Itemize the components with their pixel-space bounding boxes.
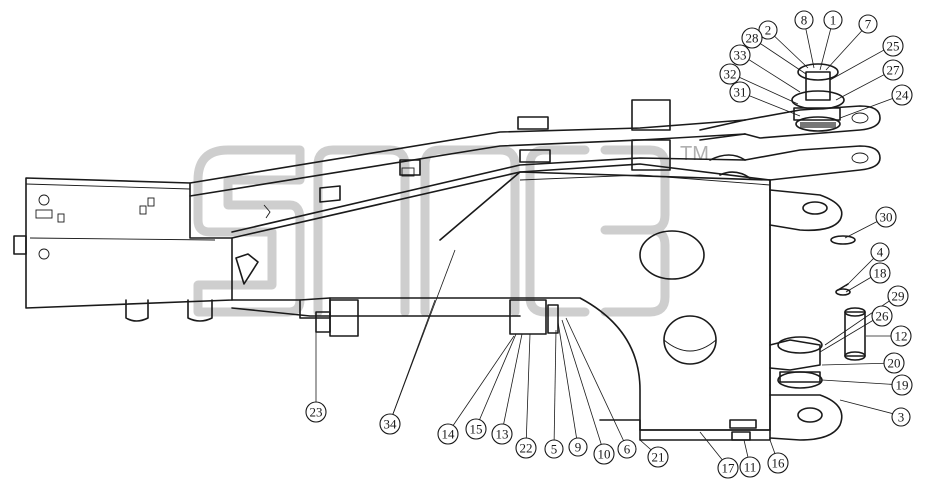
svg-text:24: 24	[896, 88, 910, 103]
svg-text:34: 34	[384, 417, 398, 432]
svg-text:28: 28	[746, 31, 759, 46]
svg-text:21: 21	[652, 450, 665, 465]
svg-text:31: 31	[734, 85, 747, 100]
callout-4: 4	[870, 242, 890, 262]
svg-text:8: 8	[801, 13, 808, 28]
svg-text:25: 25	[887, 39, 900, 54]
callout-32: 32	[719, 63, 741, 85]
callout-11: 11	[739, 456, 761, 478]
callout-28: 28	[741, 27, 763, 49]
callout-17: 17	[717, 457, 739, 479]
svg-text:26: 26	[876, 309, 890, 324]
svg-text:14: 14	[442, 427, 456, 442]
svg-text:1: 1	[830, 13, 837, 28]
callout-15: 15	[465, 418, 487, 440]
callout-25: 25	[882, 35, 904, 57]
svg-text:5: 5	[551, 442, 558, 457]
callout-8: 8	[794, 10, 814, 30]
callout-13: 13	[491, 423, 513, 445]
svg-text:29: 29	[892, 289, 905, 304]
svg-text:22: 22	[520, 441, 533, 456]
callout-14: 14	[437, 423, 459, 445]
callout-2: 2	[758, 20, 778, 40]
svg-text:12: 12	[895, 329, 908, 344]
callout-24: 24	[891, 84, 913, 106]
watermark-tm-text: TM	[680, 143, 709, 165]
svg-text:20: 20	[888, 356, 901, 371]
callout-22: 22	[515, 437, 537, 459]
callout-5: 5	[544, 439, 564, 459]
svg-text:33: 33	[734, 48, 747, 63]
callout-29: 29	[887, 285, 909, 307]
svg-text:13: 13	[496, 427, 509, 442]
callout-1: 1	[823, 10, 843, 30]
callouts: 1 2 3 4 5 6 7 8 9 10 11 12 13 14 15 16 1…	[305, 10, 913, 479]
callout-6: 6	[617, 439, 637, 459]
callout-16: 16	[767, 452, 789, 474]
callout-31: 31	[729, 81, 751, 103]
svg-text:9: 9	[575, 440, 582, 455]
svg-text:6: 6	[624, 442, 631, 457]
callout-9: 9	[568, 437, 588, 457]
callout-21: 21	[647, 446, 669, 468]
callout-20: 20	[883, 352, 905, 374]
callout-12: 12	[890, 325, 912, 347]
svg-text:18: 18	[874, 266, 887, 281]
svg-text:7: 7	[865, 17, 872, 32]
svg-text:32: 32	[724, 67, 737, 82]
svg-text:30: 30	[880, 210, 893, 225]
callout-10: 10	[593, 443, 615, 465]
leader-lines	[315, 19, 903, 468]
frame-body	[13, 63, 881, 441]
callout-26: 26	[871, 305, 893, 327]
svg-text:15: 15	[470, 422, 483, 437]
svg-text:23: 23	[310, 405, 323, 420]
callout-18: 18	[869, 262, 891, 284]
svg-text:2: 2	[765, 23, 772, 38]
svg-text:19: 19	[896, 378, 909, 393]
svg-text:16: 16	[772, 456, 786, 471]
callout-30: 30	[875, 206, 897, 228]
callout-34: 34	[379, 413, 401, 435]
callout-7: 7	[858, 14, 878, 34]
svg-text:27: 27	[887, 63, 901, 78]
callout-3: 3	[891, 407, 911, 427]
svg-text:10: 10	[598, 447, 611, 462]
callout-27: 27	[882, 59, 904, 81]
callout-19: 19	[891, 374, 913, 396]
callout-23: 23	[305, 401, 327, 423]
svg-text:17: 17	[722, 461, 736, 476]
callout-33: 33	[729, 44, 751, 66]
svg-text:4: 4	[877, 245, 884, 260]
svg-text:3: 3	[898, 410, 905, 425]
svg-text:11: 11	[744, 460, 757, 475]
